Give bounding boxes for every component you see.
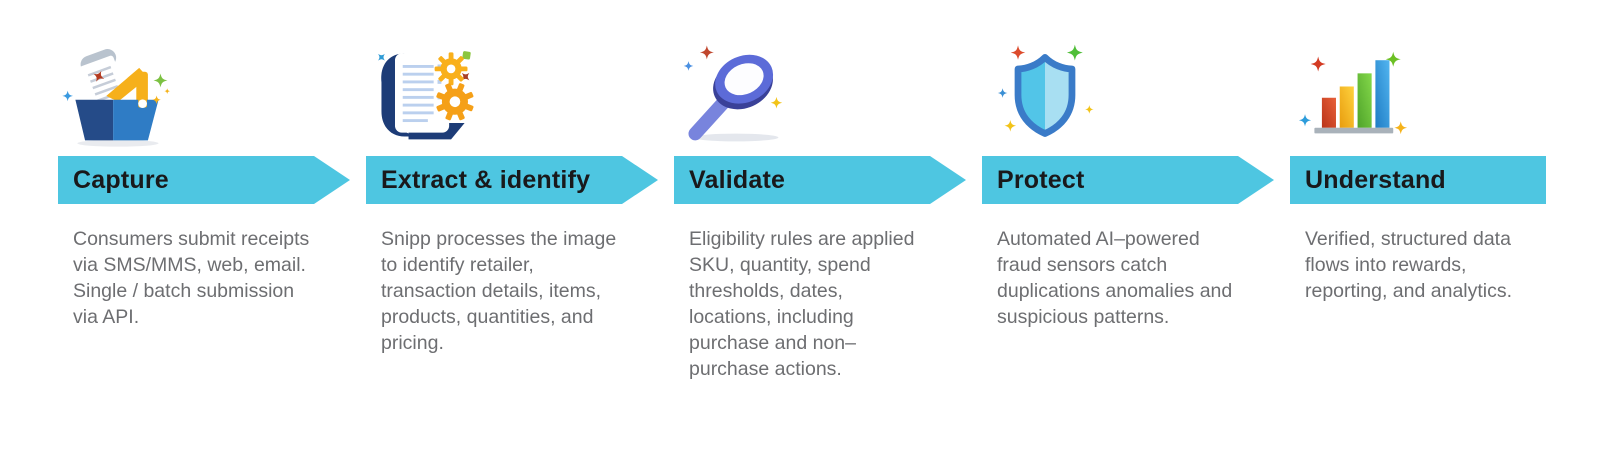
step-extract-identify: Extract & identify Snipp processes the i… xyxy=(366,0,622,382)
step-description: Consumers submit receipts via SMS/MMS, w… xyxy=(73,228,310,328)
process-flow: Capture Consumers submit receipts via SM… xyxy=(0,0,1546,382)
receipt-gears-icon xyxy=(374,50,474,140)
step-banner-understand: Understand xyxy=(1290,156,1546,204)
basket-receipt-icon xyxy=(62,49,171,147)
receipt-gears-icon xyxy=(366,0,622,156)
step-title: Capture xyxy=(73,165,169,194)
step-description: Eligibility rules are applied SKU, quant… xyxy=(689,228,915,380)
basket-receipt-icon xyxy=(58,0,314,156)
step-title: Understand xyxy=(1305,165,1446,194)
bar-chart-icon xyxy=(1290,0,1546,156)
shield-icon xyxy=(982,0,1238,156)
step-title: Validate xyxy=(689,165,786,194)
step-title: Extract & identify xyxy=(381,165,591,194)
step-banner-protect: Protect xyxy=(982,156,1274,204)
step-description: Snipp processes the image to identify re… xyxy=(381,228,617,354)
step-capture: Capture Consumers submit receipts via SM… xyxy=(58,0,314,382)
step-description: Automated AI–powered fraud sensors catch… xyxy=(997,228,1233,328)
step-banner-capture: Capture xyxy=(58,156,350,204)
step-validate: Validate Eligibility rules are applied S… xyxy=(674,0,930,382)
step-banner-validate: Validate xyxy=(674,156,966,204)
shield-icon xyxy=(997,44,1094,150)
step-title: Protect xyxy=(997,165,1085,194)
step-understand: Understand Verified, structured data flo… xyxy=(1290,0,1546,382)
step-protect: Protect Automated AI–powered fraud senso… xyxy=(982,0,1238,382)
step-banner-extract: Extract & identify xyxy=(366,156,658,204)
magnifier-icon xyxy=(674,0,930,156)
bar-chart-icon xyxy=(1298,51,1408,135)
step-description: Verified, structured data flows into rew… xyxy=(1305,228,1513,302)
magnifier-icon xyxy=(683,45,783,142)
